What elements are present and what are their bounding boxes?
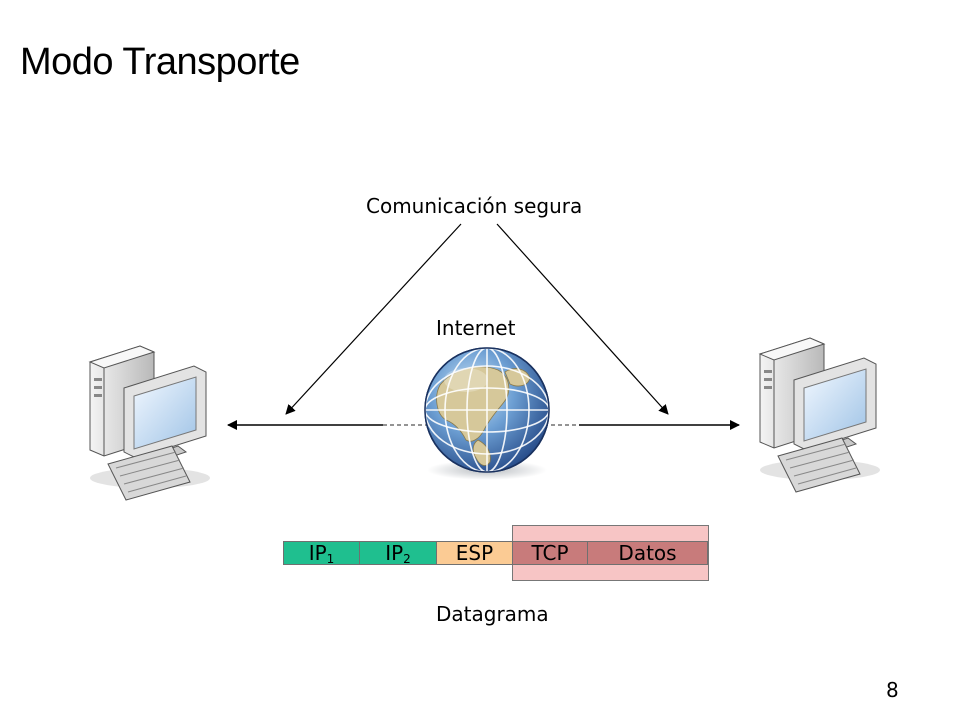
- packet-field-ip2: IP2: [359, 541, 437, 565]
- packet-field-tcp: TCP: [512, 541, 588, 565]
- page-number: 8: [886, 678, 899, 702]
- secure-communication-label: Comunicación segura: [366, 194, 583, 218]
- computer-right-icon: [758, 337, 880, 493]
- secure-arrow-left: [285, 223, 462, 415]
- packet-field-ip1: IP1: [283, 541, 360, 565]
- secure-arrow-right: [496, 223, 669, 415]
- computer-left-icon: [88, 345, 210, 501]
- packet-field-ip1-label: IP: [308, 541, 327, 565]
- packet-field-ip2-sub: 2: [403, 552, 411, 566]
- packet-field-data: Datos: [587, 541, 708, 565]
- packet-field-ip1-sub: 1: [326, 552, 335, 566]
- packet-field-ip2-label: IP: [385, 541, 404, 565]
- packet-field-esp: ESP: [436, 541, 513, 565]
- page-title: Modo Transporte: [20, 41, 300, 83]
- globe-icon: [424, 347, 550, 480]
- datagram-label: Datagrama: [436, 602, 549, 626]
- internet-label: Internet: [436, 316, 516, 340]
